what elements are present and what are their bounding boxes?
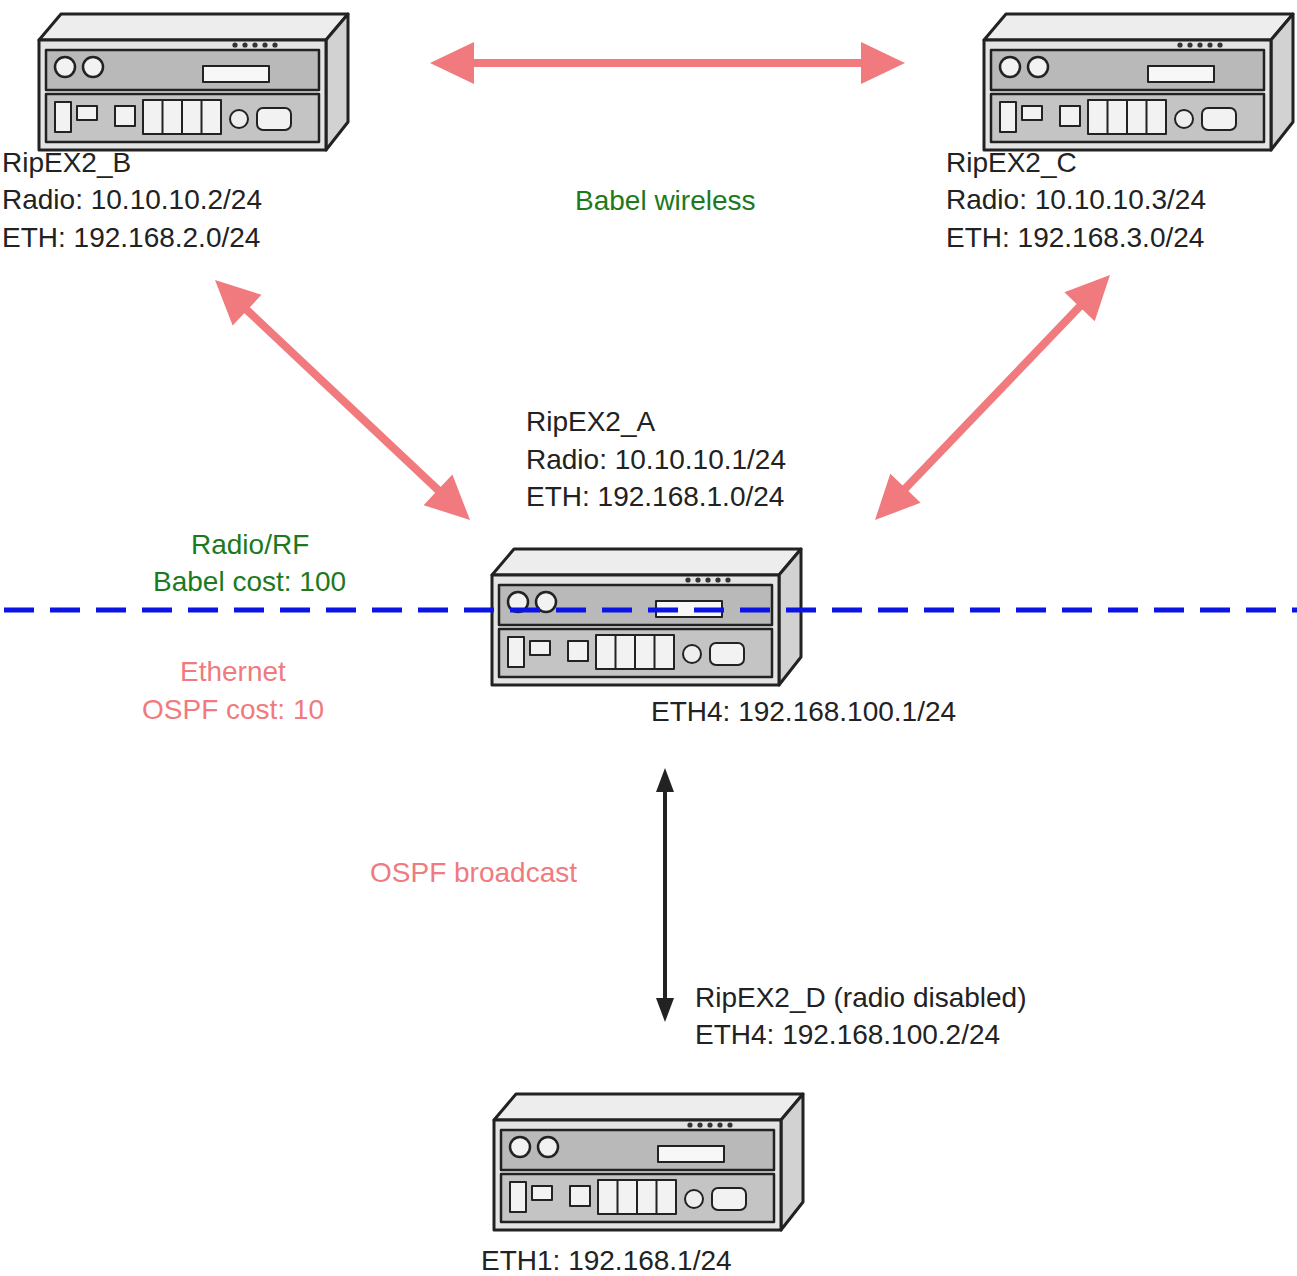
link-arrow — [430, 42, 905, 84]
address-label: Radio: 10.10.10.2/24 — [2, 181, 262, 219]
link-annotation: OSPF cost: 10 — [142, 691, 324, 729]
radio-modem-device — [488, 545, 806, 690]
address-label: Radio: 10.10.10.3/24 — [946, 181, 1206, 219]
arrow-head — [656, 998, 674, 1022]
arrow-head — [1064, 275, 1110, 321]
device-name: RipEX2_A — [526, 403, 655, 441]
link-annotation: Babel cost: 100 — [153, 563, 346, 601]
device-name: RipEX2_B — [2, 144, 131, 182]
address-label: ETH1: 192.168.1/24 — [481, 1246, 732, 1276]
arrow-head — [875, 474, 921, 520]
arrow-head — [424, 475, 470, 520]
radio-modem-device — [980, 10, 1297, 155]
address-label: ETH: 192.168.2.0/24 — [2, 219, 260, 257]
link-line — [904, 305, 1081, 489]
radio-modem-device — [35, 10, 353, 155]
arrow-head — [861, 42, 905, 84]
address-label: ETH4: 192.168.100.1/24 — [651, 693, 956, 731]
address-label: Radio: 10.10.10.1/24 — [526, 441, 786, 479]
arrow-head — [215, 280, 261, 325]
link-arrow — [215, 280, 470, 520]
link-arrow — [656, 768, 674, 1022]
link-annotation: Ethernet — [180, 653, 286, 691]
link-arrow — [875, 275, 1110, 520]
router-node: RipEX2_D (radio disabled)ETH4: 192.168.1… — [478, 975, 1090, 1276]
router-node: RipEX2_BRadio: 10.10.10.2/24ETH: 192.168… — [0, 5, 350, 255]
radio-modem-device — [490, 1090, 808, 1235]
arrow-head — [430, 42, 474, 84]
router-node: RipEX2_ARadio: 10.10.10.1/24ETH: 192.168… — [488, 400, 1015, 730]
arrow-head — [656, 768, 674, 792]
link-label: Babel wireless — [575, 182, 756, 220]
device-name: RipEX2_D (radio disabled) — [695, 979, 1027, 1017]
device-name: RipEX2_C — [946, 144, 1077, 182]
link-annotation: Radio/RF — [191, 526, 309, 564]
link-line — [246, 309, 440, 491]
link-label: OSPF broadcast — [370, 854, 577, 892]
router-node: RipEX2_CRadio: 10.10.10.3/24ETH: 192.168… — [940, 5, 1297, 255]
link-line — [472, 59, 863, 67]
address-label: ETH: 192.168.3.0/24 — [946, 219, 1204, 257]
link-line — [663, 790, 667, 1000]
address-label: ETH4: 192.168.100.2/24 — [695, 1016, 1000, 1054]
address-label: ETH: 192.168.1.0/24 — [526, 478, 784, 516]
